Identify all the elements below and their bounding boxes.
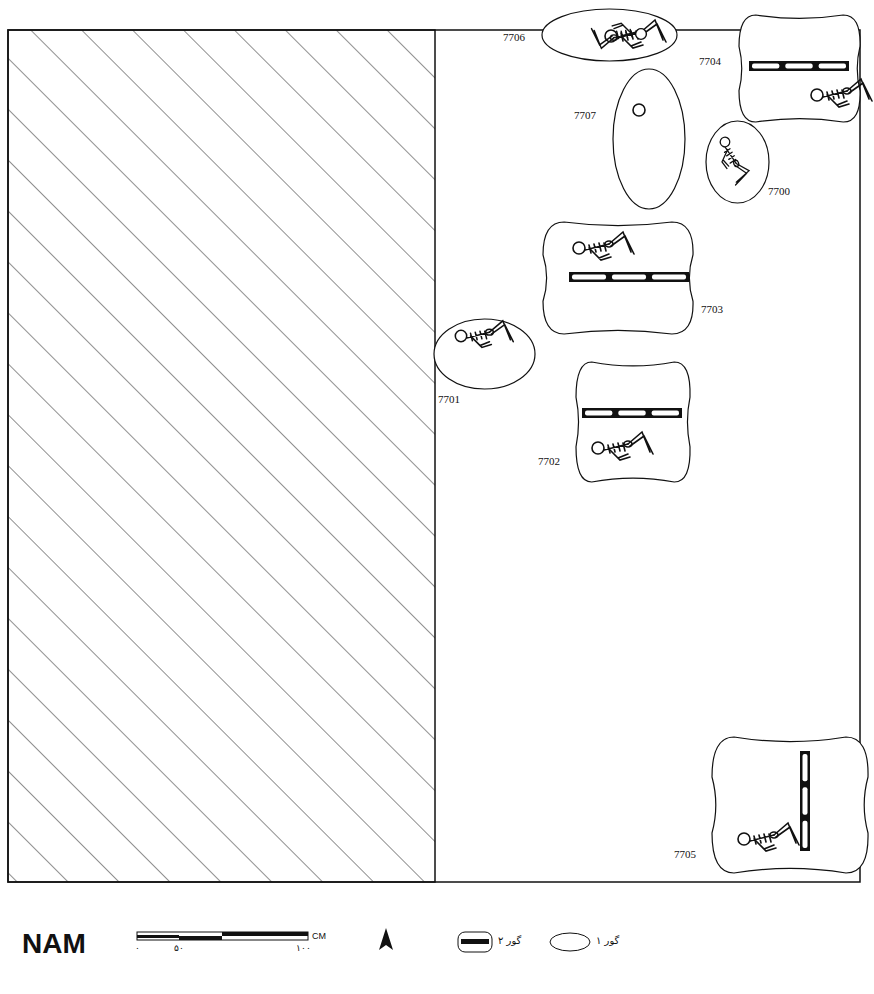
pit-outline — [574, 360, 692, 484]
pit-outline — [541, 220, 695, 336]
legend-text: گور ۱ — [596, 936, 619, 946]
brick-row — [800, 751, 810, 851]
burial-pit: 7700 — [705, 120, 770, 204]
burial-pit: 7705 — [710, 735, 870, 875]
burial-number: 7702 — [538, 456, 560, 467]
burial-pit: 7707 — [612, 68, 686, 210]
pit-outline — [541, 8, 678, 62]
burial-pit: 7706 — [541, 8, 678, 62]
pit-outline — [710, 735, 870, 875]
burial-pit: 7704 — [737, 13, 862, 124]
site-name: NAM — [22, 930, 86, 958]
burial-number: 7706 — [503, 32, 525, 43]
scale-number: ۱۰۰ — [296, 944, 311, 953]
north-arrow — [379, 928, 393, 950]
burial-number: 7703 — [701, 304, 723, 315]
brick-row — [569, 272, 689, 282]
legend-text: گور ۲ — [498, 936, 521, 946]
burial-pit: 7702 — [574, 360, 692, 484]
burial-number: 7704 — [699, 56, 721, 67]
pit-outline — [705, 120, 770, 204]
scale-bar — [137, 932, 308, 940]
brick-row — [749, 61, 849, 71]
burial-number: 7707 — [574, 110, 596, 121]
burial-pit: 7701 — [433, 318, 536, 390]
burial-number: 7700 — [768, 186, 790, 197]
scale-unit: CM — [312, 932, 326, 941]
burial-pit: 7703 — [541, 220, 695, 336]
legend-samples — [458, 932, 590, 952]
scale-number: ۰ — [135, 944, 140, 953]
skeleton — [455, 321, 513, 348]
skeleton — [811, 79, 872, 107]
pit-outline — [612, 68, 686, 210]
skull — [633, 104, 645, 116]
brick-row — [582, 408, 682, 418]
skeleton — [605, 20, 666, 48]
burial-number: 7701 — [438, 394, 460, 405]
skeleton — [592, 23, 647, 48]
burial-number: 7705 — [674, 849, 696, 860]
unexcavated-area — [8, 30, 435, 882]
skeleton — [738, 823, 799, 851]
scale-number: ۵۰ — [174, 944, 184, 953]
pit-outline — [433, 318, 536, 390]
skeleton — [592, 432, 653, 460]
skeleton — [714, 133, 752, 187]
pit-outline — [737, 13, 862, 124]
skeleton — [573, 232, 634, 260]
